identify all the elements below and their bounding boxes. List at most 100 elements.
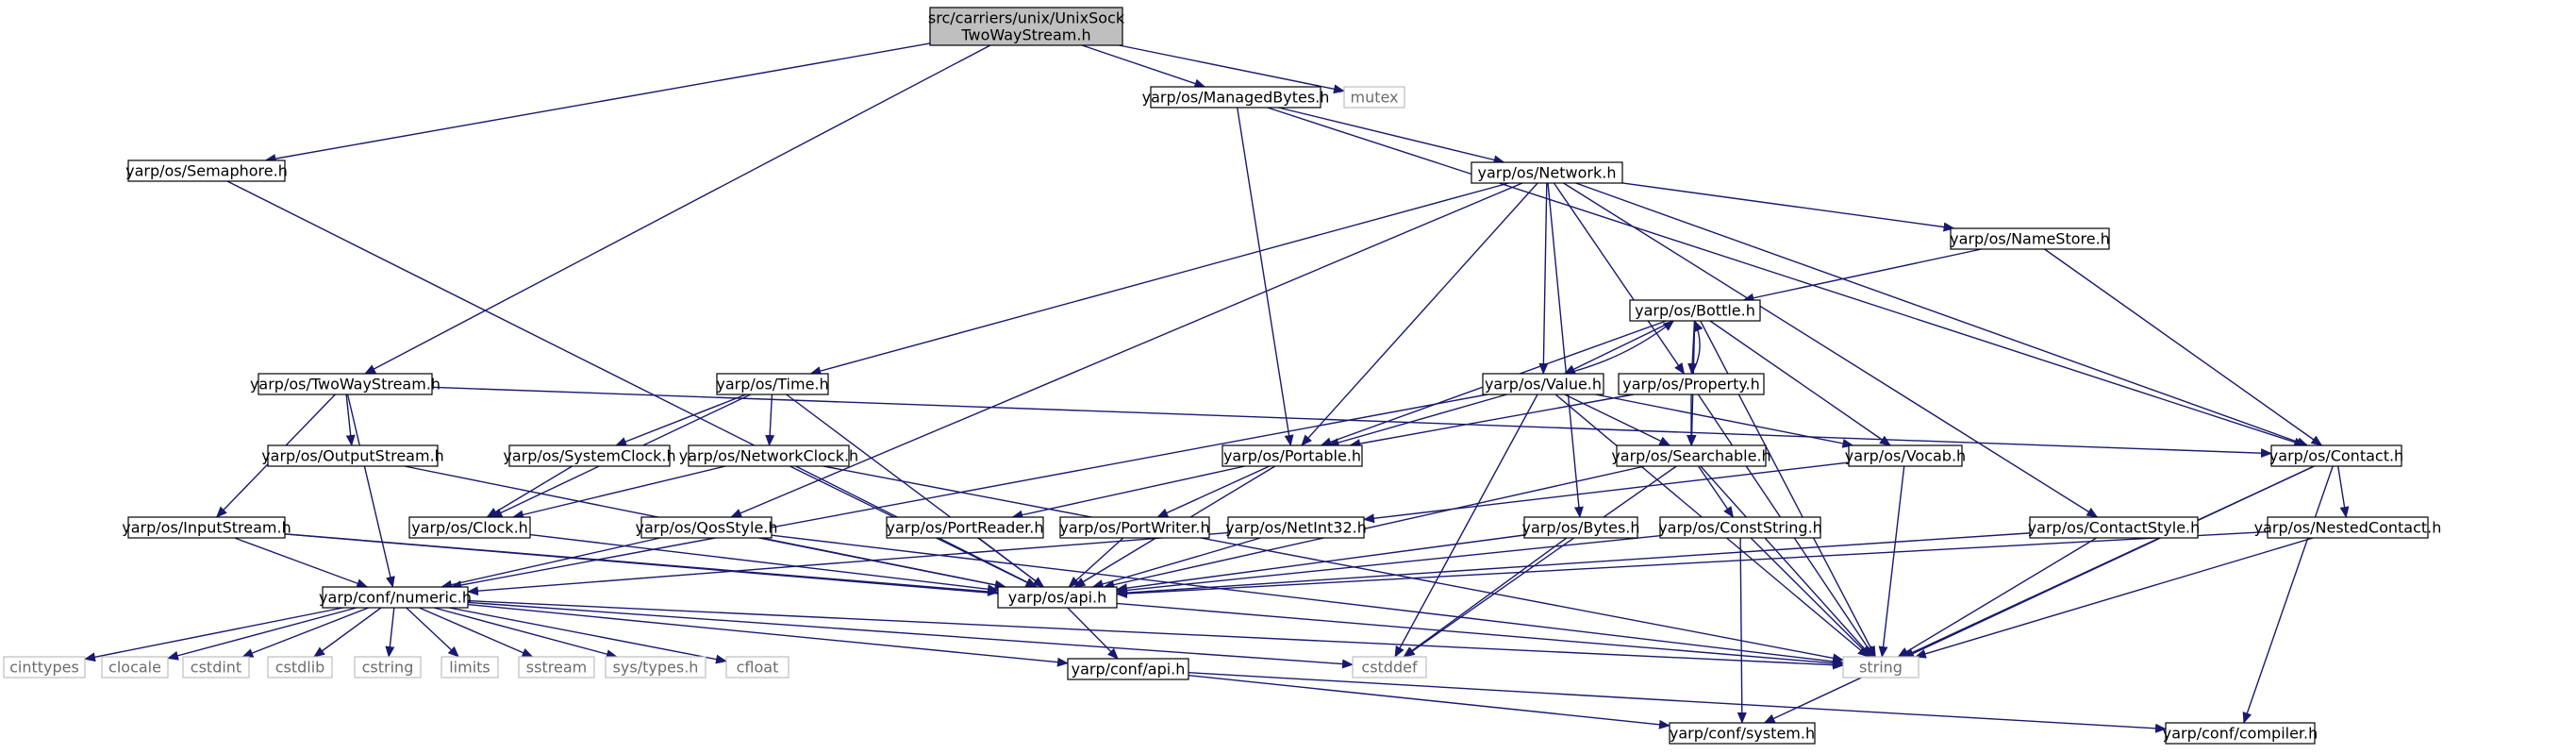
node-contact[interactable]: yarp/os/Contact.h bbox=[2269, 444, 2403, 467]
edge-portable-to-portwriter bbox=[1156, 465, 1271, 518]
edge-bottle-to-vocab bbox=[1709, 320, 1891, 446]
node-conststring[interactable]: yarp/os/ConstString.h bbox=[1658, 516, 1822, 539]
node-vocab[interactable]: yarp/os/Vocab.h bbox=[1845, 444, 1966, 467]
node-managedbytes[interactable]: yarp/os/ManagedBytes.h bbox=[1142, 86, 1330, 109]
edge-network-to-portable bbox=[1301, 182, 1538, 446]
node-box-contactstyle bbox=[2029, 516, 2199, 539]
edge-searchable-to-conststring bbox=[1697, 465, 1735, 518]
edge-contact-to-compiler bbox=[2242, 465, 2334, 724]
node-label-time: yarp/os/Time.h bbox=[716, 376, 828, 394]
node-label-clock: yarp/os/Clock.h bbox=[411, 519, 528, 537]
node-portwriter[interactable]: yarp/os/PortWriter.h bbox=[1059, 516, 1210, 539]
node-systemclock[interactable]: yarp/os/SystemClock.h bbox=[503, 444, 676, 467]
node-label-portwriter: yarp/os/PortWriter.h bbox=[1059, 519, 1209, 537]
node-box-compiler bbox=[2165, 722, 2316, 745]
node-outputstream[interactable]: yarp/os/OutputStream.h bbox=[261, 444, 444, 467]
node-bottle[interactable]: yarp/os/Bottle.h bbox=[1629, 299, 1761, 322]
edge-twowaystream-to-numeric bbox=[346, 394, 395, 588]
node-box-api bbox=[997, 586, 1118, 609]
node-label-vocab: yarp/os/Vocab.h bbox=[1845, 447, 1966, 465]
node-semaphore[interactable]: yarp/os/Semaphore.h bbox=[125, 159, 288, 182]
edge-property-to-portable bbox=[1349, 394, 1634, 448]
node-label-value: yarp/os/Value.h bbox=[1485, 376, 1602, 394]
edge-bytes-to-api bbox=[1116, 534, 1525, 594]
node-label-systypes: sys/types.h bbox=[613, 659, 699, 677]
edge-value-to-vocab bbox=[1595, 394, 1854, 448]
node-label-mutex: mutex bbox=[1350, 89, 1398, 107]
node-mutex: mutex bbox=[1343, 86, 1405, 109]
node-label-searchable: yarp/os/Searchable.h bbox=[1611, 447, 1770, 465]
node-value[interactable]: yarp/os/Value.h bbox=[1482, 373, 1604, 395]
node-box-vocab bbox=[1848, 444, 1963, 467]
node-bytes[interactable]: yarp/os/Bytes.h bbox=[1521, 516, 1640, 539]
node-label-clocale: clocale bbox=[108, 659, 161, 677]
node-label-string: string bbox=[1859, 659, 1903, 677]
node-system[interactable]: yarp/conf/system.h bbox=[1669, 722, 1816, 745]
node-time[interactable]: yarp/os/Time.h bbox=[716, 373, 829, 395]
node-compiler[interactable]: yarp/conf/compiler.h bbox=[2163, 722, 2318, 745]
node-box-cfloat bbox=[725, 656, 789, 679]
node-inputstream[interactable]: yarp/os/InputStream.h bbox=[122, 516, 291, 539]
edge-portable-to-portreader bbox=[1011, 465, 1245, 520]
node-box-portreader bbox=[886, 516, 1044, 539]
node-box-twowaystream bbox=[258, 373, 433, 395]
node-twowaystream[interactable]: yarp/os/TwoWayStream.h bbox=[250, 373, 440, 395]
node-clock[interactable]: yarp/os/Clock.h bbox=[408, 516, 531, 539]
node-networkclock[interactable]: yarp/os/NetworkClock.h bbox=[679, 444, 858, 467]
edge-numeric-to-cfloat bbox=[448, 607, 727, 664]
edge-numeric-to-confapi bbox=[467, 603, 1069, 667]
node-nestedcontact[interactable]: yarp/os/NestedContact.h bbox=[2254, 516, 2442, 539]
edge-network-to-qosstyle bbox=[730, 182, 1523, 518]
node-property[interactable]: yarp/os/Property.h bbox=[1618, 373, 1765, 395]
edge-netint32-to-numeric bbox=[467, 531, 1229, 596]
node-label-bytes: yarp/os/Bytes.h bbox=[1521, 519, 1639, 537]
node-cinttypes: cinttypes bbox=[3, 656, 86, 679]
node-label-conststring: yarp/os/ConstString.h bbox=[1658, 519, 1822, 537]
edge-managedbytes-to-network bbox=[1278, 107, 1505, 165]
edge-contact-to-nestedcontact bbox=[2337, 465, 2350, 518]
node-portreader[interactable]: yarp/os/PortReader.h bbox=[886, 516, 1044, 539]
node-label-root: TwoWayStream.h bbox=[960, 26, 1090, 44]
node-box-portwriter bbox=[1059, 516, 1210, 539]
node-numeric[interactable]: yarp/conf/numeric.h bbox=[319, 586, 472, 609]
edge-nestedcontact-to-string bbox=[1914, 537, 2314, 659]
node-qosstyle[interactable]: yarp/os/QosStyle.h bbox=[635, 516, 778, 539]
node-cfloat: cfloat bbox=[725, 656, 789, 679]
edge-namestore-to-bottle bbox=[1742, 248, 1982, 303]
node-contactstyle[interactable]: yarp/os/ContactStyle.h bbox=[2028, 516, 2201, 539]
node-box-contact bbox=[2270, 444, 2402, 467]
node-namestore[interactable]: yarp/os/NameStore.h bbox=[1950, 227, 2110, 250]
node-box-cstdlib bbox=[267, 656, 333, 679]
node-box-bottle bbox=[1629, 299, 1761, 322]
nodes-layer: src/carriers/unix/UnixSockTwoWayStream.h… bbox=[3, 7, 2442, 745]
node-label-system: yarp/conf/system.h bbox=[1670, 725, 1815, 743]
node-box-portable bbox=[1222, 444, 1363, 467]
node-portable[interactable]: yarp/os/Portable.h bbox=[1222, 444, 1363, 467]
edge-numeric-to-cstddef bbox=[467, 601, 1354, 669]
node-box-system bbox=[1669, 722, 1816, 745]
node-label-cinttypes: cinttypes bbox=[9, 659, 79, 677]
node-box-value bbox=[1482, 373, 1604, 395]
edges-layer bbox=[84, 42, 2350, 733]
node-label-cfloat: cfloat bbox=[737, 659, 779, 677]
node-network[interactable]: yarp/os/Network.h bbox=[1471, 161, 1623, 184]
edge-searchable-to-string bbox=[1700, 465, 1872, 658]
edge-api-to-confapi bbox=[1067, 607, 1119, 660]
edge-network-to-time bbox=[809, 182, 1509, 376]
node-searchable[interactable]: yarp/os/Searchable.h bbox=[1611, 444, 1771, 467]
node-api[interactable]: yarp/os/api.h bbox=[997, 586, 1118, 609]
node-netint32[interactable]: yarp/os/NetInt32.h bbox=[1225, 516, 1367, 539]
edge-network-to-property bbox=[1553, 182, 1686, 375]
node-confapi[interactable]: yarp/conf/api.h bbox=[1067, 658, 1189, 680]
node-box-numeric bbox=[322, 586, 469, 609]
node-label-contact: yarp/os/Contact.h bbox=[2269, 447, 2403, 465]
node-label-network: yarp/os/Network.h bbox=[1478, 164, 1617, 182]
edge-value-to-bottle bbox=[1564, 320, 1675, 375]
edge-bottle-to-value bbox=[1563, 320, 1674, 375]
edge-conststring-to-api bbox=[1116, 534, 1661, 595]
node-label-outputstream: yarp/os/OutputStream.h bbox=[261, 447, 444, 465]
edge-portreader-to-api bbox=[978, 537, 1045, 588]
node-box-time bbox=[716, 373, 829, 395]
node-cstdint: cstdint bbox=[182, 656, 250, 679]
